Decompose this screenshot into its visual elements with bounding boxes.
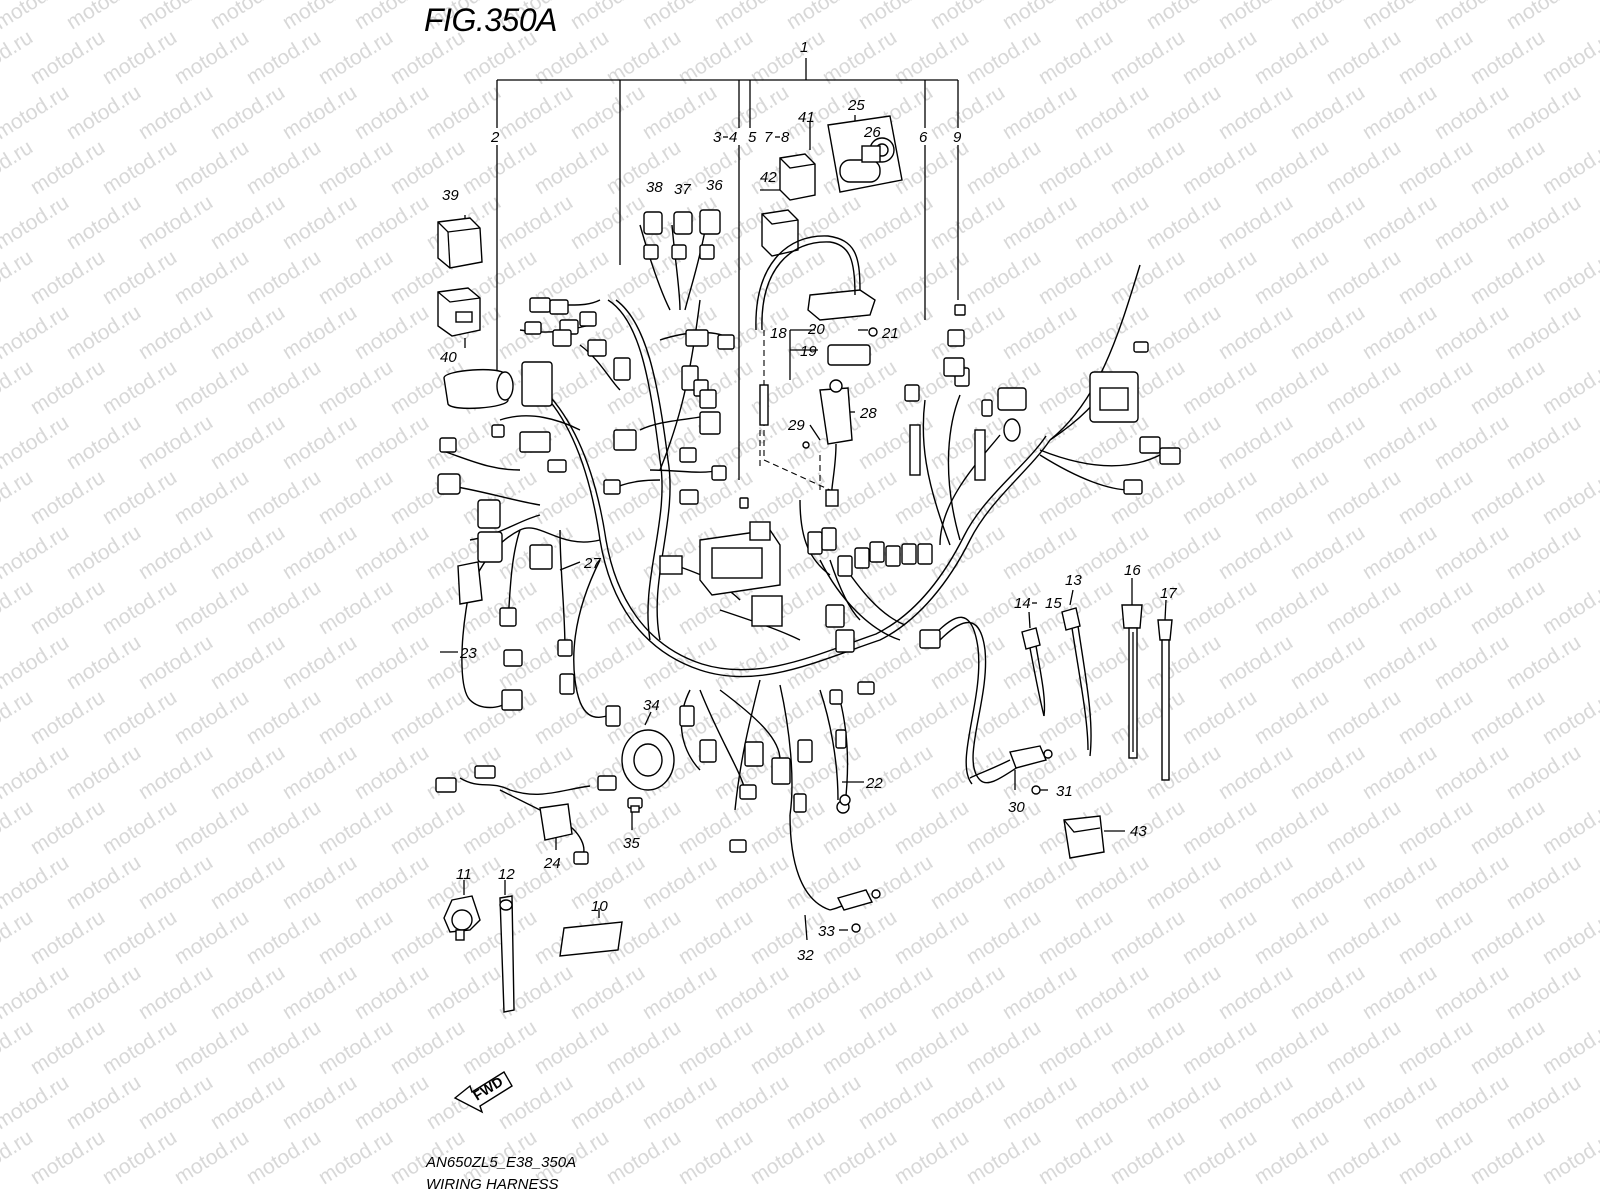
callout-14: 14 — [1014, 595, 1031, 612]
part-40-relay — [437, 287, 481, 337]
callout-24: 24 — [543, 855, 561, 872]
part-32-33-ground — [836, 889, 881, 933]
upper-middle-connector-cluster — [679, 329, 749, 509]
callout-41: 41 — [798, 109, 815, 126]
part-10-label — [559, 921, 623, 957]
callout-12: 12 — [498, 866, 515, 883]
callout-19: 19 — [800, 343, 817, 360]
right-connector-cluster — [904, 304, 1181, 495]
callout-13: 13 — [1065, 572, 1082, 589]
part-17-tie — [1157, 619, 1173, 781]
parts-36-37-38-connectors — [643, 209, 721, 260]
callout-11: 11 — [456, 866, 472, 883]
callout-31: 31 — [1056, 783, 1073, 800]
callout-34: 34 — [643, 697, 660, 714]
parts-13-14-15-clamps — [1021, 607, 1092, 757]
callout-2: 2 — [490, 129, 500, 146]
diagram-caption: WIRING HARNESS — [426, 1176, 559, 1193]
part-34-horn — [621, 729, 675, 791]
callout-33: 33 — [818, 923, 835, 940]
callout-16: 16 — [1124, 562, 1141, 579]
callout-9: 9 — [953, 129, 962, 146]
callout-labels: 1 2 3 4 5 6 7 8 9 10 11 12 13 14 15 16 1… — [440, 39, 1177, 964]
part-16-tie — [1121, 604, 1143, 759]
callout-5: 5 — [748, 129, 757, 146]
callout-40: 40 — [440, 349, 457, 366]
callout-23: 23 — [459, 645, 477, 662]
figure-title: FIG.350A — [424, 2, 557, 38]
part-30-31-bracket — [969, 745, 1053, 795]
callout-28: 28 — [859, 405, 877, 422]
leader-lines — [440, 115, 1167, 941]
part-43-boot — [1063, 815, 1105, 859]
callout-22: 22 — [865, 775, 883, 792]
callout-30: 30 — [1008, 799, 1025, 816]
callout-18: 18 — [770, 325, 787, 342]
part-25-26-socket — [827, 115, 903, 193]
callout-20: 20 — [807, 321, 825, 338]
callout-10: 10 — [591, 898, 608, 915]
dashed-guides — [759, 330, 831, 491]
part-2-cover — [443, 369, 514, 409]
callout-15: 15 — [1045, 595, 1062, 612]
callout-8: 8 — [781, 129, 790, 146]
callout-39: 39 — [442, 187, 459, 204]
part-41-connector — [779, 153, 816, 201]
part-12-tie — [499, 895, 515, 1013]
callout-29: 29 — [787, 417, 805, 434]
part-42-connector — [761, 209, 799, 257]
callout-38: 38 — [646, 179, 663, 196]
part-22-terminal — [839, 794, 851, 806]
part-1-leader-bracket — [496, 58, 959, 265]
callout-43: 43 — [1130, 823, 1147, 840]
part-28-29-switch — [802, 379, 853, 507]
callout-35: 35 — [623, 835, 640, 852]
label-dash-marks — [723, 136, 1037, 604]
model-code: AN650ZL5_E38_350A — [426, 1154, 577, 1171]
callout-21: 21 — [881, 325, 899, 342]
callout-37: 37 — [674, 181, 691, 198]
callout-4: 4 — [729, 129, 737, 146]
left-connector-cluster — [437, 297, 637, 727]
part-35-bolt — [627, 797, 643, 813]
callout-26: 26 — [863, 124, 881, 141]
callout-6: 6 — [919, 129, 928, 146]
center-fusebox — [659, 521, 783, 627]
callout-32: 32 — [797, 947, 814, 964]
callout-25: 25 — [847, 97, 865, 114]
part-24-sensor — [435, 765, 617, 865]
callout-17: 17 — [1160, 585, 1177, 602]
callout-42: 42 — [760, 169, 777, 186]
callout-27: 27 — [583, 555, 601, 572]
center-connector-row — [807, 527, 941, 653]
lower-connector-cluster — [679, 681, 875, 853]
part-11-clamp — [443, 895, 481, 941]
callout-3: 3 — [713, 129, 722, 146]
callout-7: 7 — [764, 129, 773, 146]
part-18-19-20-21-bracket — [755, 235, 878, 426]
main-harness-trunk — [461, 264, 1161, 911]
fwd-arrow-icon: FWD — [453, 1071, 513, 1114]
part-39-relay — [437, 217, 483, 269]
callout-36: 36 — [706, 177, 723, 194]
callout-1: 1 — [800, 39, 808, 56]
